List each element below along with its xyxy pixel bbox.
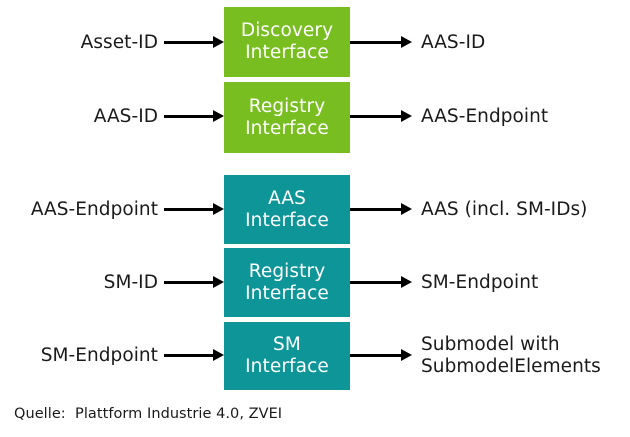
arrow-in-aas-registry <box>164 110 224 123</box>
arrow-shaft <box>350 354 402 357</box>
output-label-text-line2: SubmodelElements <box>421 356 601 378</box>
arrow-shaft <box>350 208 402 211</box>
box-aas-interface[interactable]: AAS Interface <box>224 175 350 244</box>
arrow-head-icon <box>213 203 224 215</box>
output-label-sm-endpoint: SM-Endpoint <box>421 272 538 294</box>
arrow-in-sm-registry <box>164 276 224 289</box>
arrow-head-icon <box>401 349 412 361</box>
arrow-shaft <box>164 354 214 357</box>
arrow-shaft <box>164 115 214 118</box>
arrow-head-icon <box>401 203 412 215</box>
arrow-out-sm <box>350 349 412 362</box>
arrow-in-aas <box>164 203 224 216</box>
arrow-shaft <box>350 281 402 284</box>
arrow-out-discovery <box>350 36 412 49</box>
box-label-line2: Interface <box>245 117 329 139</box>
box-label-line2: Interface <box>245 282 329 304</box>
arrow-shaft <box>350 115 402 118</box>
output-label-aas-id: AAS-ID <box>421 32 485 54</box>
box-label-line1: Registry <box>248 260 326 282</box>
input-label-text: AAS-Endpoint <box>30 199 158 220</box>
output-label-text: AAS-ID <box>421 32 486 53</box>
output-label-text-line1: Submodel with <box>421 334 560 355</box>
arrow-head-icon <box>401 276 412 288</box>
source-caption: Quelle: Plattform Industrie 4.0, ZVEI <box>14 406 283 422</box>
input-label-text: Asset-ID <box>80 32 158 53</box>
output-label-aas-incl-sm-ids: AAS (incl. SM-IDs) <box>421 199 587 221</box>
input-label-text: AAS-ID <box>93 106 158 127</box>
output-label-text: AAS-Endpoint <box>421 106 549 127</box>
arrow-out-aas-registry <box>350 110 412 123</box>
output-label-text: SM-Endpoint <box>421 272 539 293</box>
arrow-head-icon <box>401 110 412 122</box>
input-label-aas-id: AAS-ID <box>94 106 158 128</box>
input-label-sm-endpoint: SM-Endpoint <box>41 345 158 367</box>
input-label-asset-id: Asset-ID <box>81 32 158 54</box>
box-label-line2: Interface <box>245 42 329 63</box>
input-label-text: SM-ID <box>103 272 158 293</box>
box-aas-registry-interface[interactable]: Registry Interface <box>224 82 350 153</box>
arrow-shaft <box>350 41 402 44</box>
arrow-head-icon <box>213 36 224 48</box>
arrow-out-aas <box>350 203 412 216</box>
box-sm-interface[interactable]: SM Interface <box>224 322 350 390</box>
arrow-shaft <box>164 208 214 211</box>
box-label-line2: Interface <box>245 356 329 377</box>
arrow-head-icon <box>213 349 224 361</box>
arrow-head-icon <box>213 110 224 122</box>
box-sm-registry-interface[interactable]: Registry Interface <box>224 248 350 317</box>
box-label-line1: SM <box>273 334 301 356</box>
arrow-head-icon <box>213 276 224 288</box>
output-label-aas-endpoint: AAS-Endpoint <box>421 106 548 128</box>
output-label-submodel: Submodel with SubmodelElements <box>421 334 601 378</box>
input-label-sm-id: SM-ID <box>104 272 158 294</box>
arrow-in-discovery <box>164 36 224 49</box>
arrow-in-sm <box>164 349 224 362</box>
arrow-shaft <box>164 281 214 284</box>
arrow-head-icon <box>401 36 412 48</box>
input-label-text: SM-Endpoint <box>40 345 158 366</box>
arrow-shaft <box>164 41 214 44</box>
box-label-line1: Registry <box>248 95 326 117</box>
box-label-line2: Interface <box>245 209 329 231</box>
input-label-aas-endpoint: AAS-Endpoint <box>31 199 158 221</box>
arrow-out-sm-registry <box>350 276 412 289</box>
box-label-line1: AAS <box>268 187 306 209</box>
output-label-text: AAS (incl. SM-IDs) <box>421 199 588 220</box>
box-discovery-interface[interactable]: Discovery Interface <box>224 7 350 77</box>
box-label-line1: Discovery <box>240 20 334 42</box>
